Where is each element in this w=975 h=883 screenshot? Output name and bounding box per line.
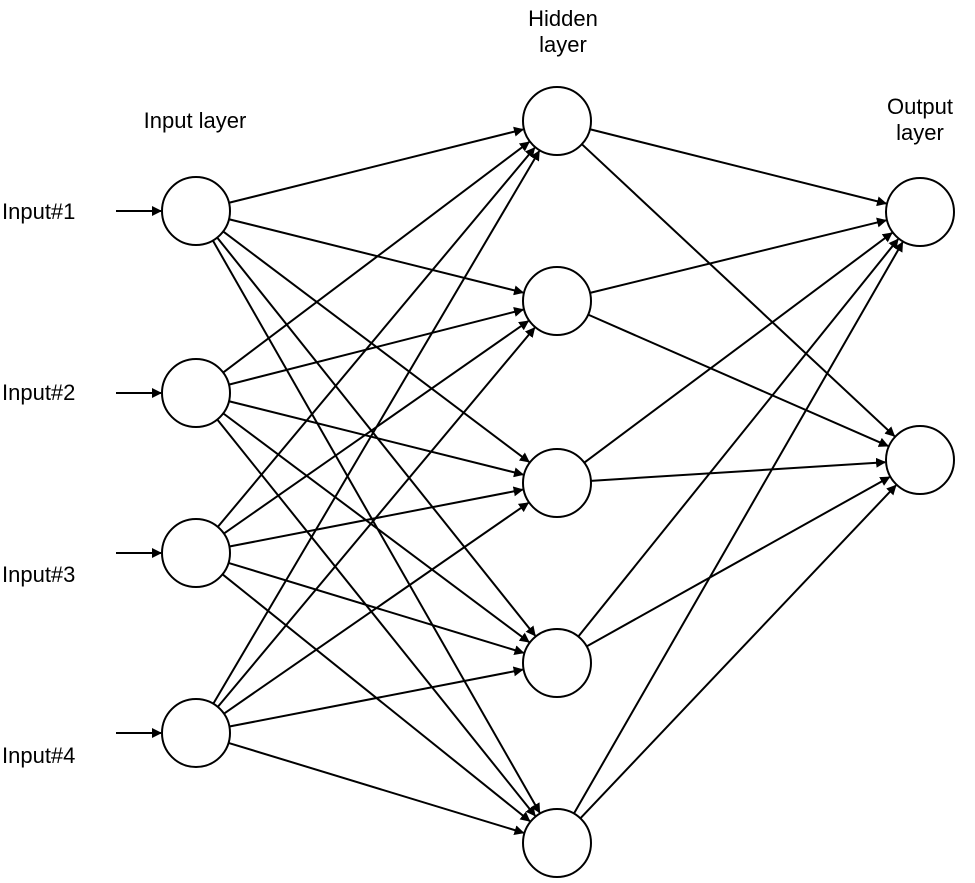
hidden-node-1	[522, 86, 592, 156]
connection-i2-h3	[228, 400, 525, 478]
nodes-group	[161, 86, 955, 878]
connection-i2-h2	[228, 307, 525, 386]
connection-i2-h5	[216, 418, 536, 817]
connection-i4-h3	[223, 502, 530, 715]
connection-i4-h2	[217, 327, 536, 708]
connection-h2-o1	[589, 217, 887, 294]
input-node-2	[161, 358, 231, 428]
input-label-3: Input#3	[2, 562, 76, 587]
connection-h4-o1	[577, 238, 899, 638]
connection-h5-o2	[579, 484, 897, 820]
connection-i4-h1	[212, 150, 541, 705]
connection-i2-h1	[222, 141, 530, 374]
connection-h2-o2	[587, 313, 889, 447]
connection-i4-h4	[229, 666, 524, 728]
input-label-2: Input#2	[2, 380, 76, 405]
output-layer-title: Output layer	[886, 94, 954, 145]
input-node-3	[161, 518, 231, 588]
output-node-2	[885, 425, 955, 495]
input-node-4	[161, 698, 231, 768]
hidden-node-5	[522, 808, 592, 878]
input-label-1: Input#1	[2, 199, 76, 224]
output-node-1	[885, 177, 955, 247]
connection-h1-o2	[581, 143, 896, 437]
input-layer-title: Input layer	[143, 108, 247, 133]
connection-h3-o2	[590, 457, 887, 482]
hidden-layer-title: Hidden layer	[528, 6, 598, 57]
hidden-node-2	[522, 266, 592, 336]
connection-h4-o2	[586, 476, 891, 648]
connection-h1-o1	[589, 128, 888, 207]
connection-i1-h4	[216, 236, 536, 637]
connection-i4-h5	[228, 741, 525, 835]
hidden-node-4	[522, 628, 592, 698]
connection-h3-o1	[583, 232, 893, 464]
connection-i1-h2	[228, 218, 525, 296]
connections-group	[116, 126, 904, 835]
hidden-node-3	[522, 448, 592, 518]
connection-i1-h1	[228, 126, 525, 204]
input-label-4: Input#4	[2, 743, 76, 768]
connection-i2-h4	[222, 412, 530, 643]
connection-h5-o1	[573, 241, 904, 815]
input-node-1	[161, 176, 231, 246]
connection-i3-h1	[217, 147, 536, 528]
